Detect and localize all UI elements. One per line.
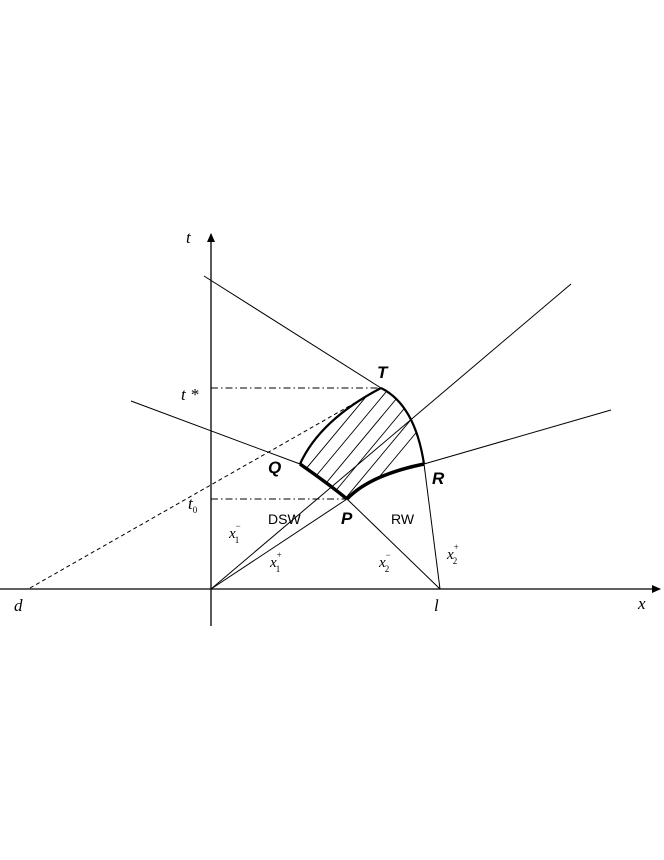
point-T-label: T	[377, 363, 389, 382]
point-Q-label: Q	[268, 458, 281, 477]
x1-minus-label: x−1	[228, 521, 241, 545]
point-R-label: R	[432, 469, 445, 488]
t0-label: t0	[188, 494, 198, 515]
rw-region-label: RW	[391, 511, 415, 527]
line-upper-left-to-T	[203, 275, 382, 389]
x1-plus-label: x+1	[269, 550, 282, 574]
l-tick-label: l	[434, 596, 439, 615]
dashed-line-d-to-T	[29, 387, 382, 589]
line-origin-to-P	[210, 498, 348, 590]
curve-T-to-R	[380, 387, 426, 465]
curve-P-to-R	[345, 462, 425, 501]
line-R-to-right	[423, 409, 612, 465]
line-l-to-R	[423, 463, 441, 590]
curve-Q-to-T	[298, 387, 382, 465]
curve-Q-to-P	[298, 462, 349, 501]
line-left-to-Q	[130, 400, 301, 465]
point-P-label: P	[341, 509, 353, 528]
x2-minus-label: x−2	[378, 550, 391, 574]
dsw-region-label: DSW	[268, 511, 301, 527]
x-axis-label: x	[637, 594, 646, 613]
t-axis-label: t	[186, 228, 192, 247]
hatched-interaction-region	[300, 388, 424, 499]
line-origin-to-T	[210, 283, 572, 590]
d-tick-label: d	[14, 596, 23, 615]
t-star-label: t *	[181, 385, 199, 404]
x2-plus-label: x+2	[446, 542, 459, 566]
line-l-to-P	[346, 498, 441, 590]
